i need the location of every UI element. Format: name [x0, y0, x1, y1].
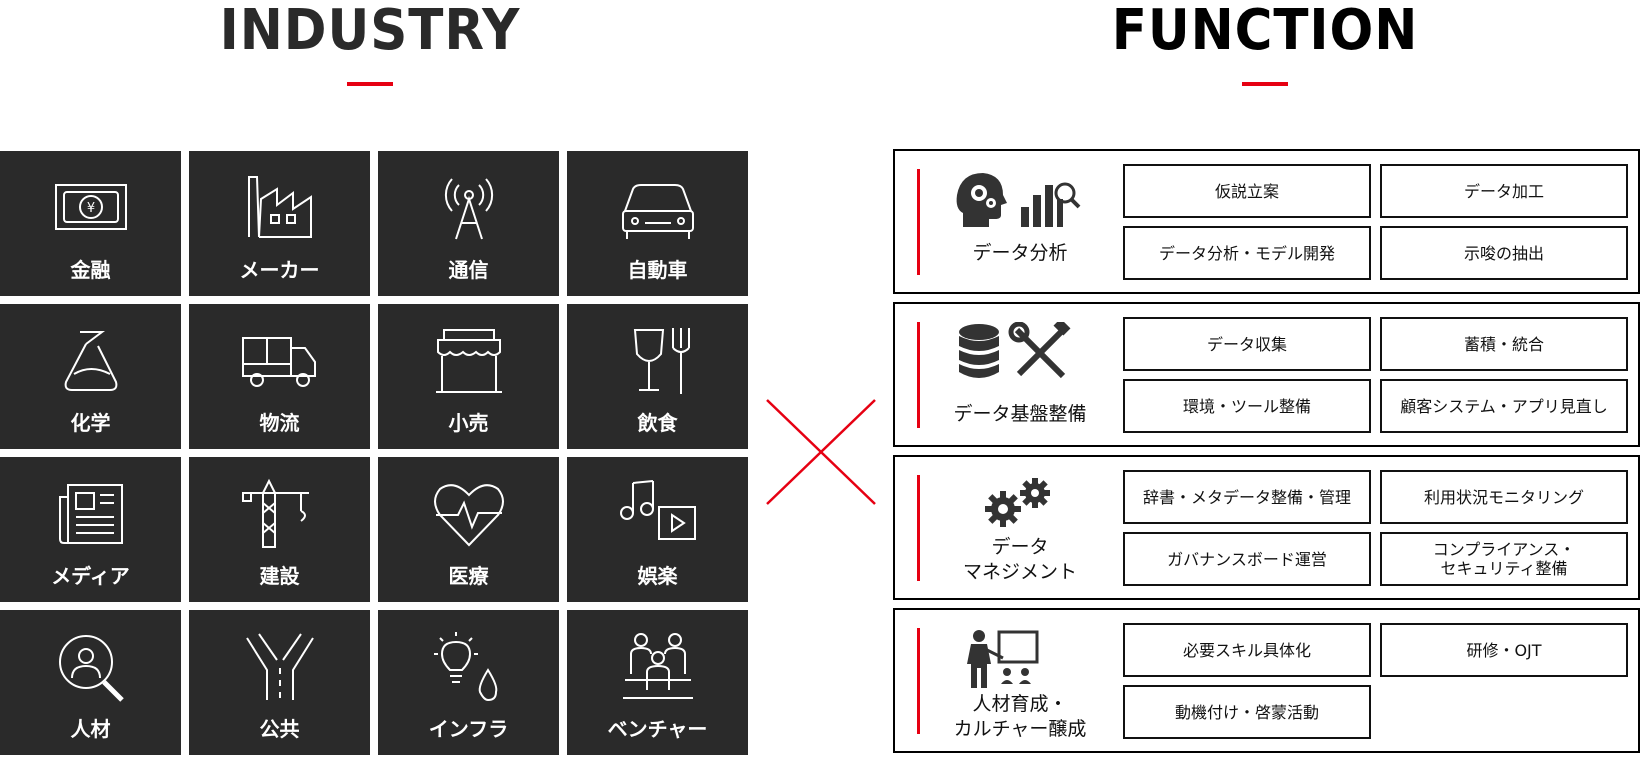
industry-heading: INDUSTRY	[219, 0, 521, 63]
team-icon	[617, 630, 699, 704]
industry-label: 医療	[448, 564, 489, 588]
function-item: データ加工	[1380, 164, 1628, 218]
truck-icon	[239, 324, 321, 398]
function-panel-data-analysis: データ分析 仮説立案 データ加工 データ分析・モデル開発 示唆の抽出	[893, 149, 1640, 294]
industry-label: 物流	[259, 411, 300, 435]
panel-title: 人材育成・ カルチャー醸成	[935, 692, 1105, 742]
industry-label: 小売	[448, 411, 489, 435]
database-tools-icon	[955, 322, 1085, 382]
industry-label: 化学	[70, 411, 111, 435]
panel-accent-line	[917, 322, 920, 428]
panel-title: データ マネジメント	[935, 535, 1105, 585]
newspaper-icon	[50, 477, 132, 551]
panel-title: データ基盤整備	[935, 402, 1105, 427]
function-heading-underline	[1242, 82, 1288, 86]
panel-accent-line	[917, 169, 920, 275]
function-item: 動機付け・啓蒙活動	[1123, 685, 1371, 739]
panel-title-line: データ分析	[972, 242, 1068, 264]
panel-accent-line	[917, 475, 920, 581]
industry-tile-media: メディア	[0, 457, 181, 602]
function-item: 仮説立案	[1123, 164, 1371, 218]
industry-tile-construction: 建設	[189, 457, 370, 602]
industry-label: 建設	[259, 564, 300, 588]
music-video-icon	[617, 477, 699, 551]
factory-icon	[239, 171, 321, 245]
industry-heading-block: INDUSTRY	[200, 0, 540, 86]
panel-accent-line	[917, 628, 920, 734]
industry-tile-logistics: 物流	[189, 304, 370, 449]
industry-tile-food: 飲食	[567, 304, 748, 449]
industry-tile-entertainment: 娯楽	[567, 457, 748, 602]
antenna-icon	[428, 171, 510, 245]
industry-tile-hr: 人材	[0, 610, 181, 755]
industry-tile-telecom: 通信	[378, 151, 559, 296]
industry-label: メーカー	[239, 258, 320, 282]
function-panel-data-infrastructure: データ基盤整備 データ収集 蓄積・統合 環境・ツール整備 顧客システム・アプリ見…	[893, 302, 1640, 447]
function-item: 研修・OJT	[1380, 623, 1628, 677]
function-panel-talent-culture: 人材育成・ カルチャー醸成 必要スキル具体化 研修・OJT 動機付け・啓蒙活動	[893, 608, 1640, 753]
industry-label: 自動車	[627, 258, 688, 282]
multiply-cross-icon	[766, 399, 876, 505]
industry-label: 金融	[70, 258, 111, 282]
function-item: データ分析・モデル開発	[1123, 226, 1371, 280]
industry-label: ベンチャー	[607, 717, 708, 741]
glass-fork-icon	[617, 324, 699, 398]
function-item: 蓄積・統合	[1380, 317, 1628, 371]
industry-grid: ¥ 金融 メーカー 通信 自動車 化学 物流 小売	[0, 151, 750, 757]
industry-label: 公共	[259, 717, 300, 741]
heartbeat-icon	[428, 477, 510, 551]
industry-tile-venture: ベンチャー	[567, 610, 748, 755]
crane-icon	[239, 477, 321, 551]
function-item: 辞書・メタデータ整備・管理	[1123, 470, 1371, 524]
industry-label: メディア	[51, 564, 130, 588]
industry-label: 娯楽	[637, 564, 678, 588]
function-panel-data-management: データ マネジメント 辞書・メタデータ整備・管理 利用状況モニタリング ガバナン…	[893, 455, 1640, 600]
gears-icon	[955, 475, 1085, 535]
flask-icon	[50, 324, 132, 398]
presenter-icon	[955, 628, 1085, 688]
person-search-icon	[50, 630, 132, 704]
industry-label: インフラ	[428, 717, 509, 741]
panel-title-line: データ基盤整備	[953, 403, 1087, 425]
industry-heading-underline	[347, 82, 393, 86]
function-item: 利用状況モニタリング	[1380, 470, 1628, 524]
panel-title: データ分析	[935, 241, 1105, 266]
analytics-icon	[955, 169, 1085, 229]
industry-tile-infrastructure: インフラ	[378, 610, 559, 755]
function-item: 必要スキル具体化	[1123, 623, 1371, 677]
industry-label: 通信	[448, 258, 489, 282]
function-item: 示唆の抽出	[1380, 226, 1628, 280]
storefront-icon	[428, 324, 510, 398]
car-icon	[617, 171, 699, 245]
industry-tile-retail: 小売	[378, 304, 559, 449]
svg-text:¥: ¥	[86, 201, 94, 216]
function-heading: FUNCTION	[1111, 0, 1419, 63]
industry-label: 人材	[70, 717, 111, 741]
function-heading-block: FUNCTION	[1090, 0, 1440, 86]
industry-tile-chemical: 化学	[0, 304, 181, 449]
banknote-icon: ¥	[50, 171, 132, 245]
panel-title-line: データ	[991, 536, 1049, 558]
bulb-drop-icon	[428, 630, 510, 704]
function-item: コンプライアンス・ セキュリティ整備	[1380, 532, 1628, 586]
industry-tile-maker: メーカー	[189, 151, 370, 296]
function-item: 環境・ツール整備	[1123, 379, 1371, 433]
industry-tile-medical: 医療	[378, 457, 559, 602]
industry-tile-public: 公共	[189, 610, 370, 755]
function-item: 顧客システム・アプリ見直し	[1380, 379, 1628, 433]
industry-tile-finance: ¥ 金融	[0, 151, 181, 296]
road-icon	[239, 630, 321, 704]
industry-label: 飲食	[637, 411, 678, 435]
panel-title-line: 人材育成・	[972, 693, 1068, 715]
function-item: データ収集	[1123, 317, 1371, 371]
panel-title-line: カルチャー醸成	[953, 718, 1087, 740]
industry-tile-automotive: 自動車	[567, 151, 748, 296]
panel-title-line: マネジメント	[962, 561, 1077, 583]
function-item: ガバナンスボード運営	[1123, 532, 1371, 586]
